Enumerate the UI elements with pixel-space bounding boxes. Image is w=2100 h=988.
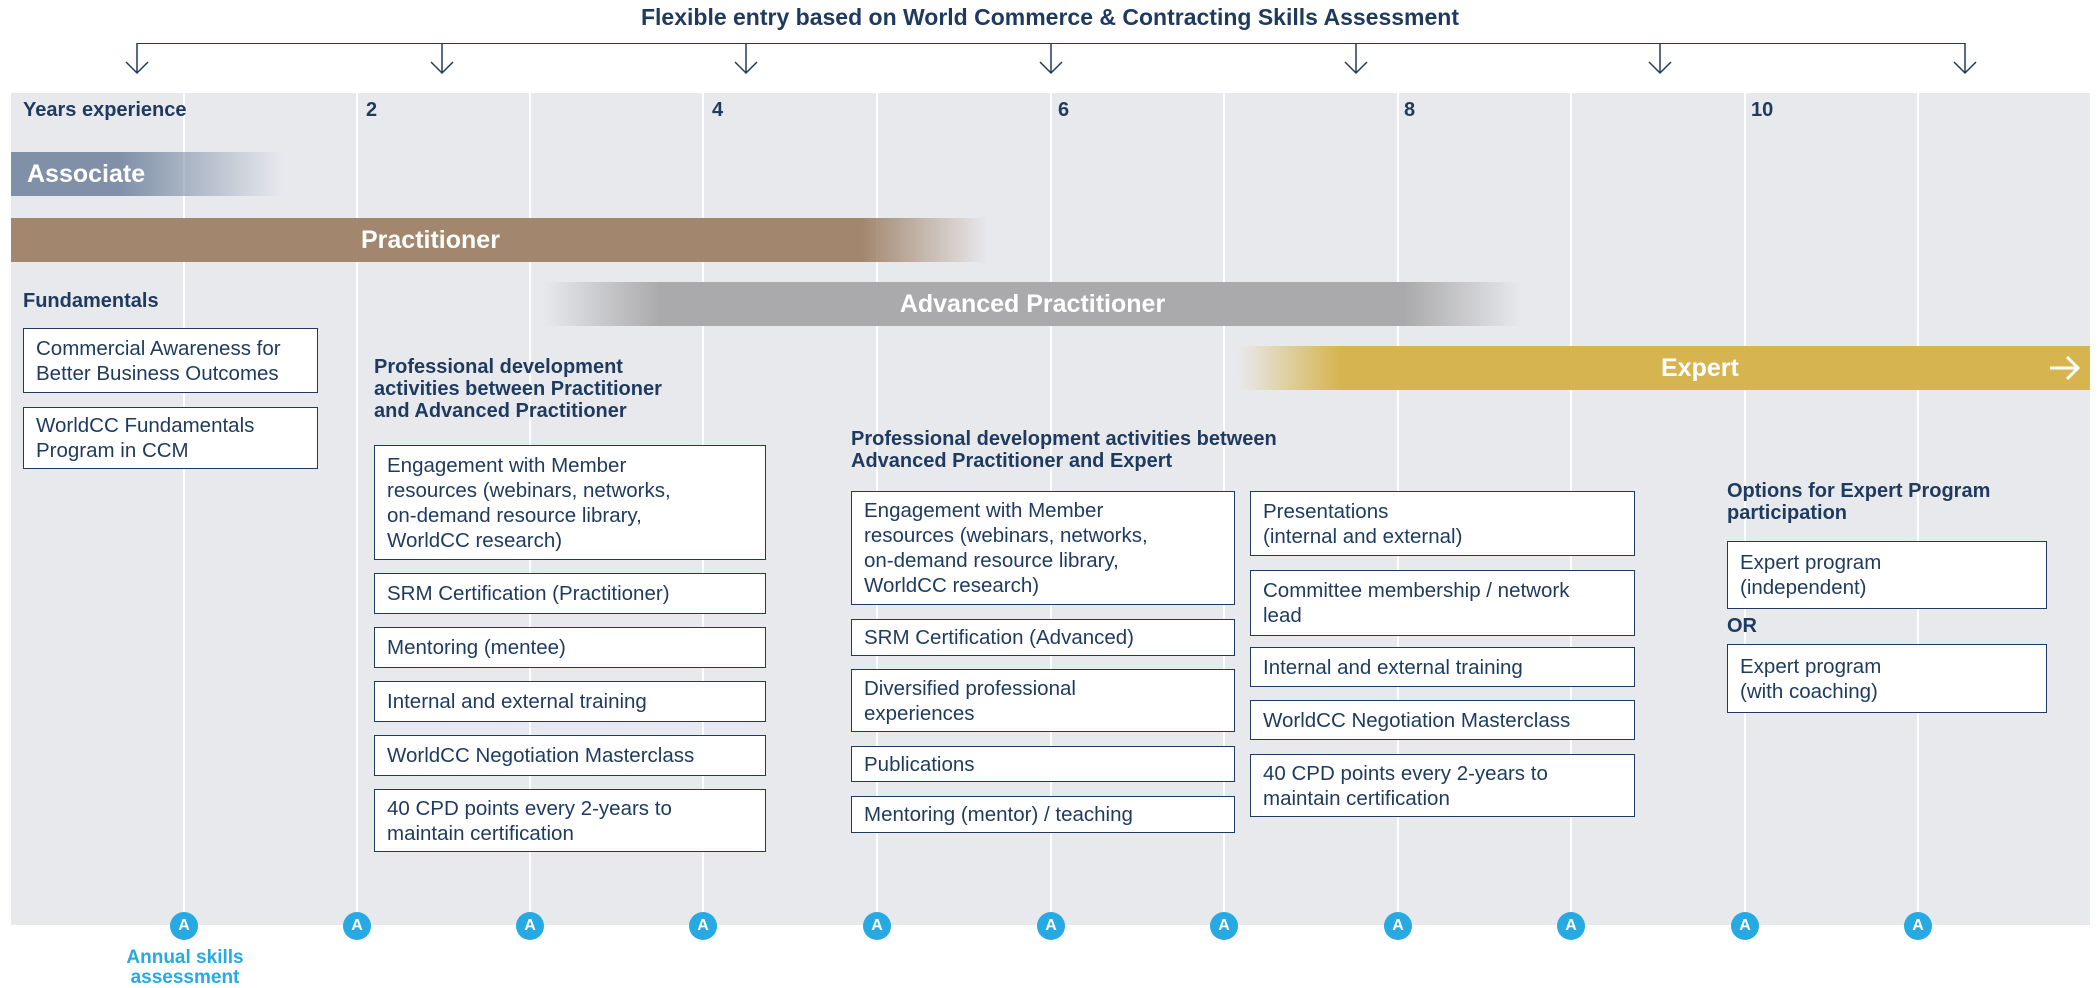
pd-advanced-item: SRM Certification (Advanced) bbox=[851, 619, 1235, 656]
year-tick-2: 2 bbox=[366, 99, 378, 121]
gridline bbox=[1917, 93, 1919, 925]
level-advanced-label: Advanced Practitioner bbox=[899, 289, 1166, 318]
assessment-marker-icon: A bbox=[343, 912, 371, 940]
assessment-marker-icon: A bbox=[1210, 912, 1238, 940]
level-expert-label: Expert bbox=[1661, 353, 1739, 382]
pd-advanced-item: Diversified professional experiences bbox=[851, 669, 1235, 732]
gridline bbox=[183, 93, 185, 925]
assessment-marker-icon: A bbox=[1557, 912, 1585, 940]
diagram-title: Flexible entry based on World Commerce &… bbox=[640, 4, 1459, 30]
year-tick-4: 4 bbox=[712, 99, 724, 121]
arrow-down-icon bbox=[427, 43, 457, 76]
assessment-marker-icon: A bbox=[170, 912, 198, 940]
level-associate-label: Associate bbox=[27, 159, 146, 188]
pd-practitioner-item: WorldCC Negotiation Masterclass bbox=[374, 735, 766, 776]
years-experience-label: Years experience bbox=[23, 99, 187, 121]
level-practitioner-label: Practitioner bbox=[361, 225, 500, 254]
pd-advanced-item: WorldCC Negotiation Masterclass bbox=[1250, 700, 1635, 740]
assessment-marker-icon: A bbox=[1731, 912, 1759, 940]
assessment-marker-icon: A bbox=[863, 912, 891, 940]
pd-advanced-item: Presentations (internal and external) bbox=[1250, 491, 1635, 556]
pd-practitioner-item: 40 CPD points every 2-years to maintain … bbox=[374, 789, 766, 852]
assessment-marker-icon: A bbox=[1904, 912, 1932, 940]
expert-option-coaching: Expert program (with coaching) bbox=[1727, 644, 2047, 713]
arrow-down-icon bbox=[1645, 43, 1675, 76]
level-band-practitioner: Practitioner bbox=[11, 218, 988, 262]
arrow-right-icon bbox=[2050, 355, 2081, 381]
assessment-marker-icon: A bbox=[1384, 912, 1412, 940]
pd-advanced-item: Engagement with Member resources (webina… bbox=[851, 491, 1235, 605]
fundamentals-heading: Fundamentals bbox=[23, 290, 159, 312]
or-label: OR bbox=[1727, 615, 1757, 637]
year-tick-10: 10 bbox=[1751, 99, 1774, 121]
expert-options-heading: Options for Expert Program participation bbox=[1727, 480, 1991, 524]
fundamentals-item: WorldCC Fundamentals Program in CCM bbox=[23, 407, 318, 469]
arrow-down-icon bbox=[122, 43, 152, 76]
arrow-down-icon bbox=[731, 43, 761, 76]
year-tick-8: 8 bbox=[1404, 99, 1416, 121]
arrow-down-icon bbox=[1036, 43, 1066, 76]
level-band-associate: Associate bbox=[11, 152, 283, 196]
level-band-expert: Expert bbox=[1238, 346, 2090, 390]
assessment-marker-icon: A bbox=[516, 912, 544, 940]
pd-advanced-item: Internal and external training bbox=[1250, 647, 1635, 687]
arrow-down-icon bbox=[1341, 43, 1371, 76]
annual-skills-assessment-label: Annual skills assessment bbox=[126, 947, 244, 988]
expert-option-independent: Expert program (independent) bbox=[1727, 541, 2047, 609]
gridline bbox=[356, 93, 358, 925]
arrow-down-icon bbox=[1950, 43, 1980, 76]
pd-advanced-item: Mentoring (mentor) / teaching bbox=[851, 796, 1235, 833]
assessment-marker-icon: A bbox=[689, 912, 717, 940]
level-band-advanced-practitioner: Advanced Practitioner bbox=[543, 282, 1522, 326]
fundamentals-item: Commercial Awareness for Better Business… bbox=[23, 328, 318, 393]
year-tick-6: 6 bbox=[1058, 99, 1070, 121]
pd-advanced-heading: Professional development activities betw… bbox=[851, 428, 1277, 472]
pd-practitioner-item: Internal and external training bbox=[374, 681, 766, 722]
pd-advanced-item: 40 CPD points every 2-years to maintain … bbox=[1250, 754, 1635, 817]
pd-advanced-item: Publications bbox=[851, 746, 1235, 782]
gridline bbox=[1744, 93, 1746, 925]
pd-advanced-item: Committee membership / network lead bbox=[1250, 570, 1635, 636]
pd-practitioner-item: Mentoring (mentee) bbox=[374, 627, 766, 668]
assessment-marker-icon: A bbox=[1037, 912, 1065, 940]
pd-practitioner-item: SRM Certification (Practitioner) bbox=[374, 573, 766, 614]
pd-practitioner-heading: Professional development activities betw… bbox=[374, 356, 662, 422]
pd-practitioner-item: Engagement with Member resources (webina… bbox=[374, 445, 766, 560]
